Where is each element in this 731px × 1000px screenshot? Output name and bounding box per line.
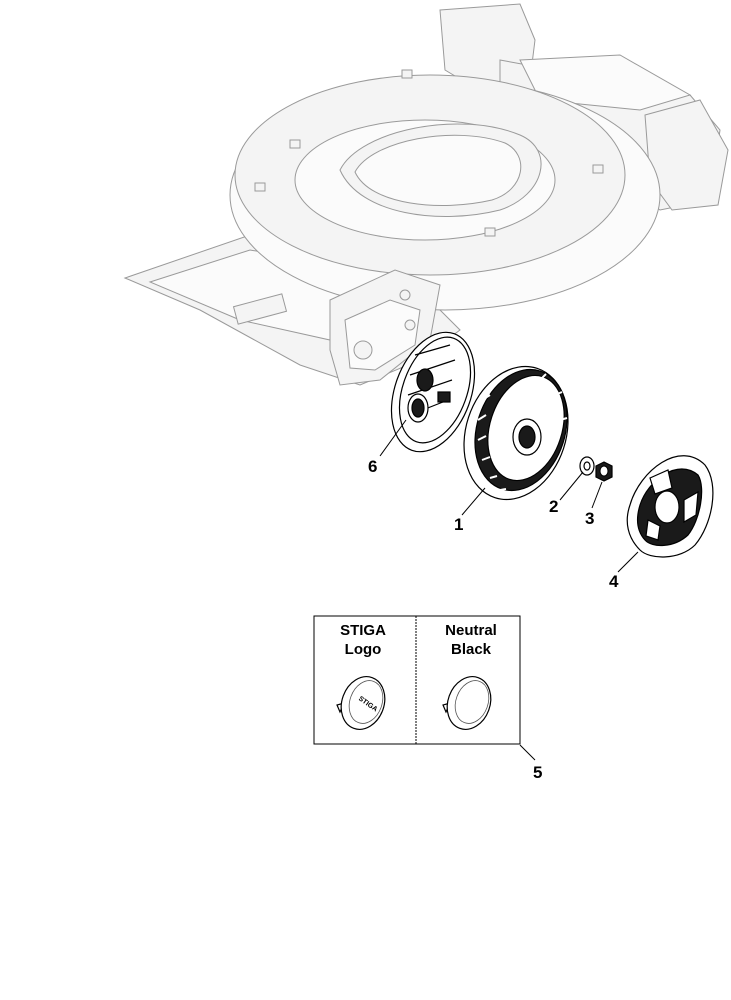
variant-stiga-title-line2: Logo	[345, 641, 382, 658]
part-1-wheel	[463, 365, 569, 501]
part-4-wheel-cover	[626, 455, 714, 558]
callout-6: 6	[368, 457, 377, 476]
part-5-hubcap-variants-box: STIGA Logo Neutral Black STIGA	[313, 615, 521, 745]
callout-5: 5	[533, 763, 542, 782]
leader-lines	[379, 419, 639, 761]
part-2-washer	[579, 456, 595, 476]
stiga-logo-hubcap: STIGA	[336, 676, 386, 730]
variant-stiga-title-line1: STIGA	[340, 622, 386, 639]
callout-2: 2	[549, 497, 558, 516]
mower-deck-ghost	[123, 3, 729, 386]
variant-neutral-title-line2: Black	[451, 641, 492, 658]
part-6-inner-hub-disc	[390, 331, 476, 453]
neutral-black-hubcap	[442, 676, 492, 730]
callout-3: 3	[585, 509, 594, 528]
callout-1: 1	[454, 515, 463, 534]
part-3-nut	[595, 461, 613, 482]
callout-4: 4	[609, 572, 619, 591]
variant-neutral-title-line1: Neutral	[445, 622, 497, 639]
